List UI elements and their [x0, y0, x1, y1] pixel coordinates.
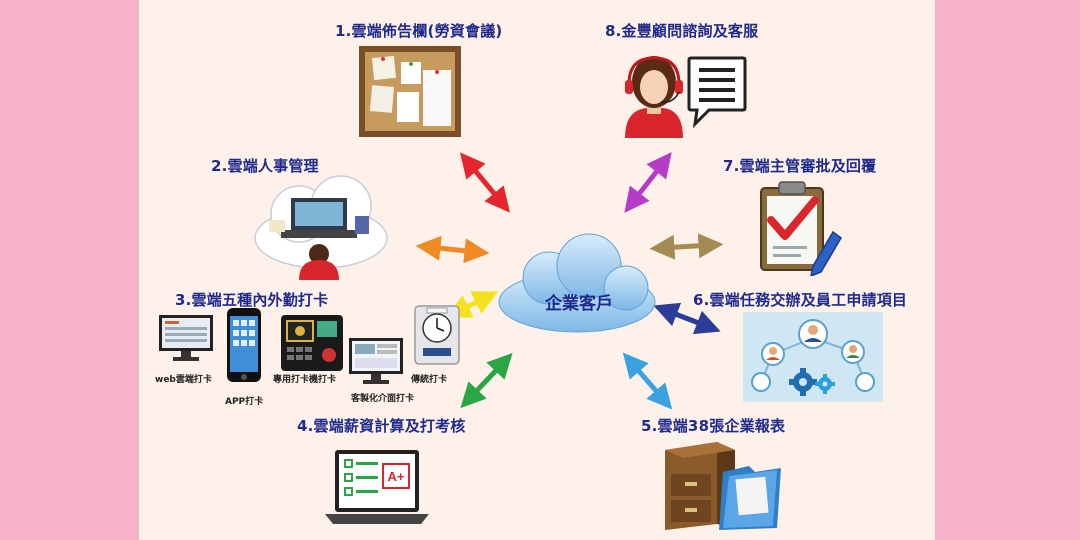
traditional-clock-label: 傳統打卡 [411, 375, 448, 385]
device-clock-label: 專用打卡機打卡 [273, 375, 337, 385]
grade-badge: A+ [388, 469, 405, 484]
hub-cloud [498, 233, 656, 333]
node-6-label: 6.雲端任務交辦及員工申請項目 [693, 291, 908, 309]
approval-clipboard-icon [760, 181, 842, 276]
smartphone-icon [227, 308, 261, 382]
node-5-label: 5.雲端38張企業報表 [641, 417, 786, 435]
web-monitor-icon [159, 315, 213, 361]
arrow-n6 [653, 302, 721, 335]
hub-label: 企業客戶 [545, 294, 613, 314]
node-2-label: 2.雲端人事管理 [211, 157, 319, 175]
traditional-time-clock-icon [414, 305, 460, 365]
node-8-label: 8.金豐顧問諮詢及客服 [605, 22, 759, 40]
node-1-label: 1.雲端佈告欄(勞資會議) [335, 22, 503, 40]
app-clock-label: APP打卡 [225, 397, 264, 407]
laptop-report-card-icon: A+ [325, 450, 429, 524]
custom-clock-label: 客製化介面打卡 [351, 394, 415, 404]
arrow-n3 [445, 291, 499, 318]
arrows-layer [415, 152, 724, 410]
arrow-n8 [624, 152, 672, 213]
bulletin-board-icon [359, 46, 461, 137]
clock-in-device-icon [281, 315, 343, 371]
diagram-canvas: 企業客戶 1.雲端佈告欄(勞資會議) 8.金豐顧問諮詢及客服 2.雲端人事管理 [139, 0, 935, 540]
web-clock-label: web雲端打卡 [155, 375, 212, 385]
arrow-n7 [649, 233, 724, 260]
node-7-label: 7.雲端主管審批及回覆 [723, 157, 877, 175]
node-4-label: 4.雲端薪資計算及打考核 [297, 417, 466, 435]
custom-interface-monitor-icon [349, 338, 403, 384]
arrow-n2 [415, 235, 490, 264]
arrow-n4 [460, 352, 513, 409]
node-3-label: 3.雲端五種內外勤打卡 [175, 291, 329, 309]
arrow-n5 [622, 352, 673, 410]
customer-service-agent-icon [625, 56, 747, 138]
task-assignment-network-icon [743, 312, 883, 402]
arrow-n1 [460, 152, 510, 213]
hr-management-icon [254, 175, 388, 280]
file-cabinet-folder-icon [665, 442, 781, 530]
